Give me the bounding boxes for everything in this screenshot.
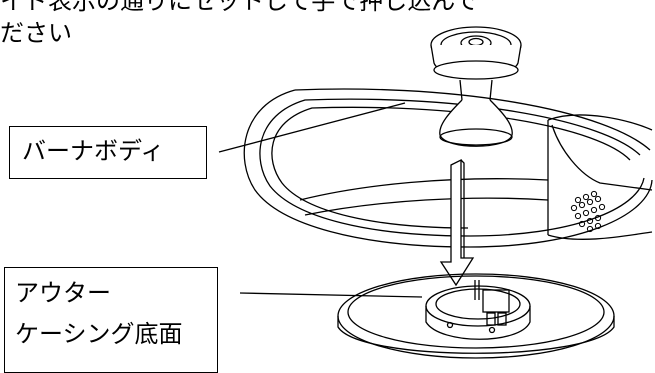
burner-body bbox=[430, 26, 522, 147]
callout-burner-body-label: バーナボディ bbox=[22, 137, 165, 165]
insertion-arrow bbox=[439, 158, 475, 287]
leader-line-burner bbox=[218, 102, 406, 153]
callout-outer-casing-line1: アウター bbox=[15, 279, 111, 307]
callout-outer-casing: アウター ケーシング底面 bbox=[4, 267, 218, 373]
callout-outer-casing-line2: ケーシング底面 bbox=[15, 320, 183, 349]
inner-cylinder bbox=[547, 114, 653, 240]
callout-burner-body: バーナボディ bbox=[9, 126, 207, 179]
instruction-text-line2: ださい bbox=[0, 19, 72, 47]
outer-casing-ring bbox=[243, 88, 653, 248]
leader-line-outer bbox=[239, 292, 423, 298]
perforation-holes bbox=[570, 190, 606, 233]
outer-casing-bottom bbox=[337, 273, 615, 359]
instruction-text-line1: イド表示の通りにセットして手で押し込んで bbox=[0, 0, 479, 15]
